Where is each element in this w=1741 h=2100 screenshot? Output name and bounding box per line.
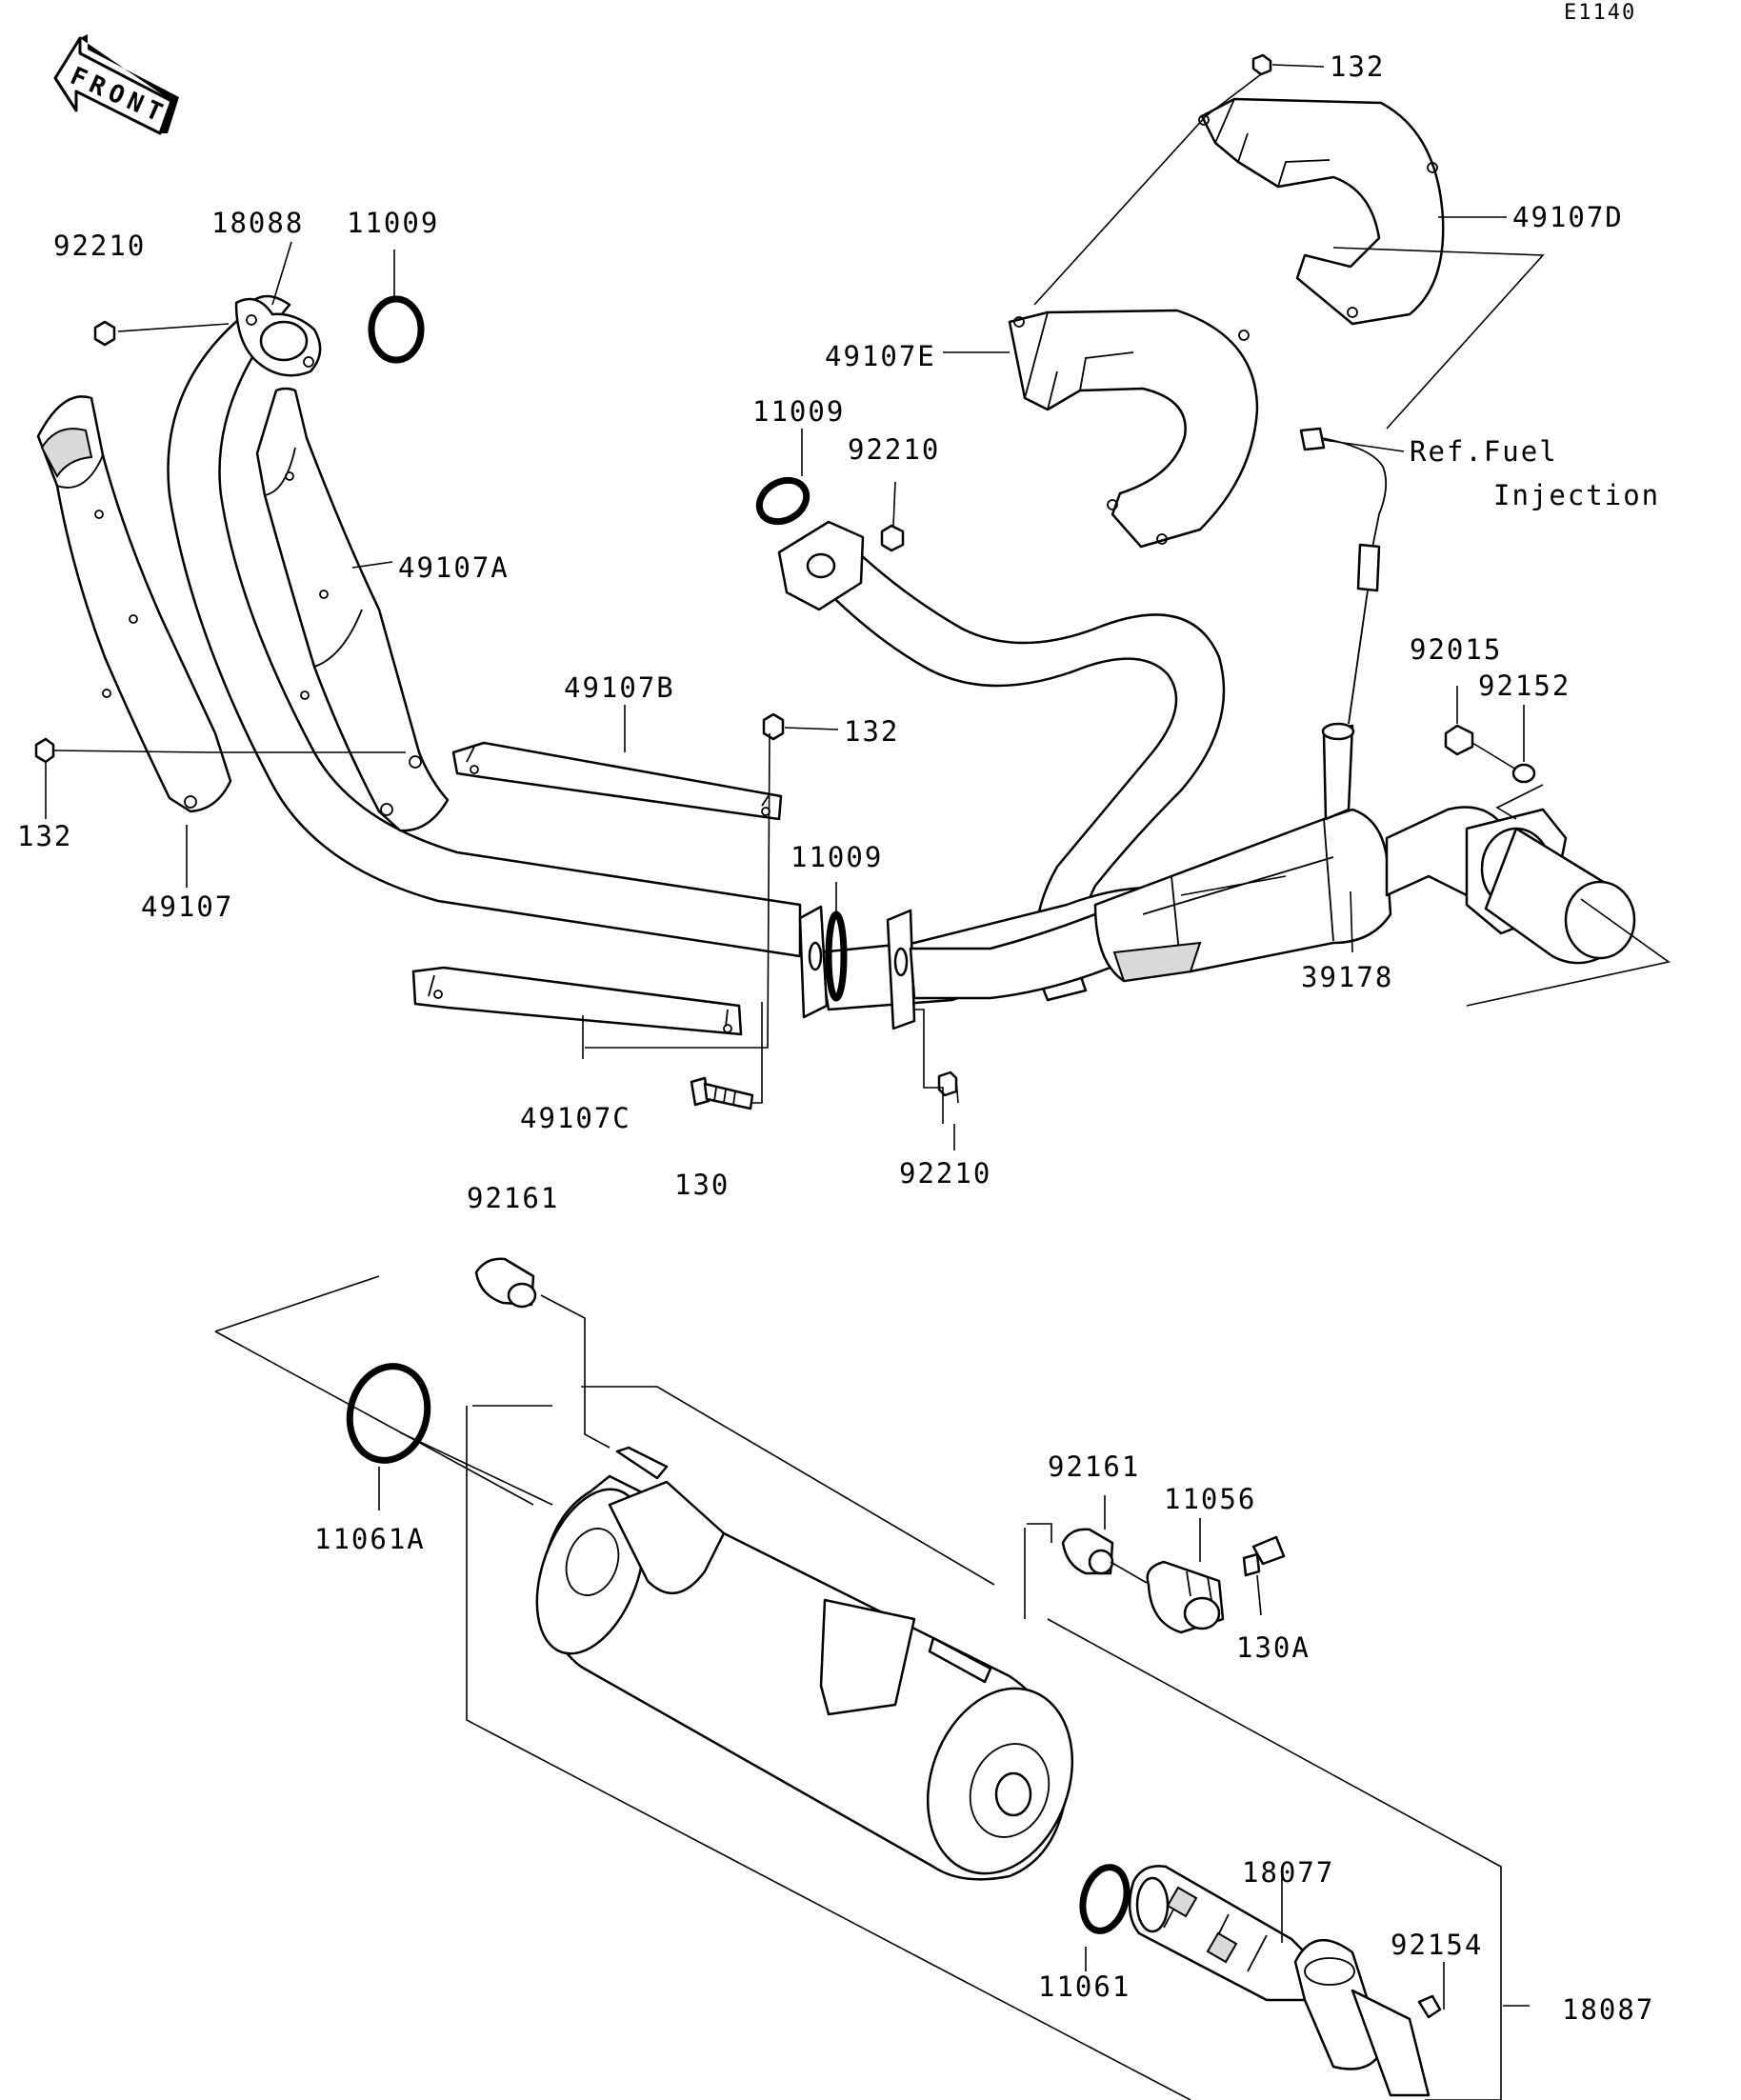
diagram-code: E1140 <box>1564 1 1636 25</box>
muffler-assembly-frame <box>466 1386 1502 2100</box>
label-11009-center: 11009 <box>790 841 883 873</box>
label-92154: 92154 <box>1391 1929 1483 1961</box>
gasket-11009-center <box>825 910 848 1002</box>
collar-92161-right <box>1061 1528 1114 1575</box>
label-132-top: 132 <box>1330 50 1385 83</box>
gasket-11009-top-left <box>368 295 425 364</box>
bolt-130 <box>690 1076 754 1110</box>
label-18087: 18087 <box>1562 1993 1654 2026</box>
bolt-92154 <box>1417 1994 1442 2019</box>
label-130: 130 <box>674 1169 730 1201</box>
heat-shield-49107e <box>1008 309 1259 549</box>
label-49107: 49107 <box>141 890 233 923</box>
label-92161-top: 92161 <box>467 1182 559 1214</box>
label-92210-top-left: 92210 <box>53 230 146 262</box>
nut-92210-bottom <box>937 1070 958 1097</box>
label-49107d: 49107D <box>1512 201 1624 233</box>
flange-18088 <box>234 297 322 377</box>
outlet-flange <box>1465 808 1636 965</box>
label-11009-middle: 11009 <box>752 395 845 428</box>
gasket-11061a <box>346 1363 431 1464</box>
bolt-130a <box>1242 1535 1286 1577</box>
ref-note-line-2: Injection <box>1493 479 1660 511</box>
bolt-132-middle <box>762 712 785 741</box>
label-11056: 11056 <box>1164 1483 1256 1515</box>
exhaust-pipe-left-bend <box>167 294 802 958</box>
muffler <box>535 1446 1074 1881</box>
label-92210-middle: 92210 <box>848 433 940 466</box>
label-11061a: 11061A <box>314 1523 426 1555</box>
oxygen-sensor <box>1299 427 1388 725</box>
ref-note-line-1: Ref.Fuel <box>1410 435 1558 468</box>
bolt-132-top <box>1251 53 1272 76</box>
label-18077: 18077 <box>1242 1856 1334 1889</box>
label-18088: 18088 <box>211 207 304 239</box>
label-92015: 92015 <box>1410 633 1502 666</box>
label-11061: 11061 <box>1038 1970 1131 2003</box>
flange-upper-center <box>777 520 865 611</box>
reference-note: Ref.Fuel Injection <box>1323 435 1660 511</box>
label-132-left: 132 <box>17 820 72 852</box>
front-arrow-icon: FRONT <box>53 34 179 135</box>
heat-shield-49107b <box>451 741 783 821</box>
heat-shield-49107a <box>255 387 450 832</box>
gasket-11009-middle <box>755 476 810 526</box>
nut-92210-middle <box>880 524 905 552</box>
heat-shield-49107 <box>36 395 232 813</box>
tail-pipe <box>1293 1938 1431 2097</box>
bracket-11056 <box>1146 1560 1225 1634</box>
label-49107e: 49107E <box>825 340 936 372</box>
label-49107a: 49107A <box>398 551 510 584</box>
label-92152: 92152 <box>1478 670 1571 702</box>
collar-92161-top <box>474 1257 537 1309</box>
nut-92015 <box>1444 724 1474 756</box>
label-130a: 130A <box>1236 1631 1311 1664</box>
joint-flange-right <box>886 909 916 1030</box>
label-132-middle: 132 <box>844 715 899 748</box>
bolt-132-left <box>34 737 55 764</box>
heat-shield-49107c <box>411 966 743 1036</box>
label-11009-top-left: 11009 <box>347 207 439 239</box>
part-labels: 132 49107D 49107E 92210 18088 11009 1100… <box>17 50 1654 2026</box>
label-49107c: 49107C <box>520 1102 631 1134</box>
heat-shield-49107d <box>1198 97 1445 326</box>
leader-lines <box>45 64 1671 2010</box>
joint-flange-left <box>798 905 829 1019</box>
label-92161-right: 92161 <box>1048 1450 1140 1483</box>
label-39178: 39178 <box>1301 961 1393 993</box>
label-49107b: 49107B <box>564 671 675 704</box>
washer-92152 <box>1511 763 1536 784</box>
label-92210-bottom: 92210 <box>899 1157 991 1190</box>
nut-92210-top-left <box>93 320 116 347</box>
gasket-11061 <box>1079 1864 1131 1934</box>
